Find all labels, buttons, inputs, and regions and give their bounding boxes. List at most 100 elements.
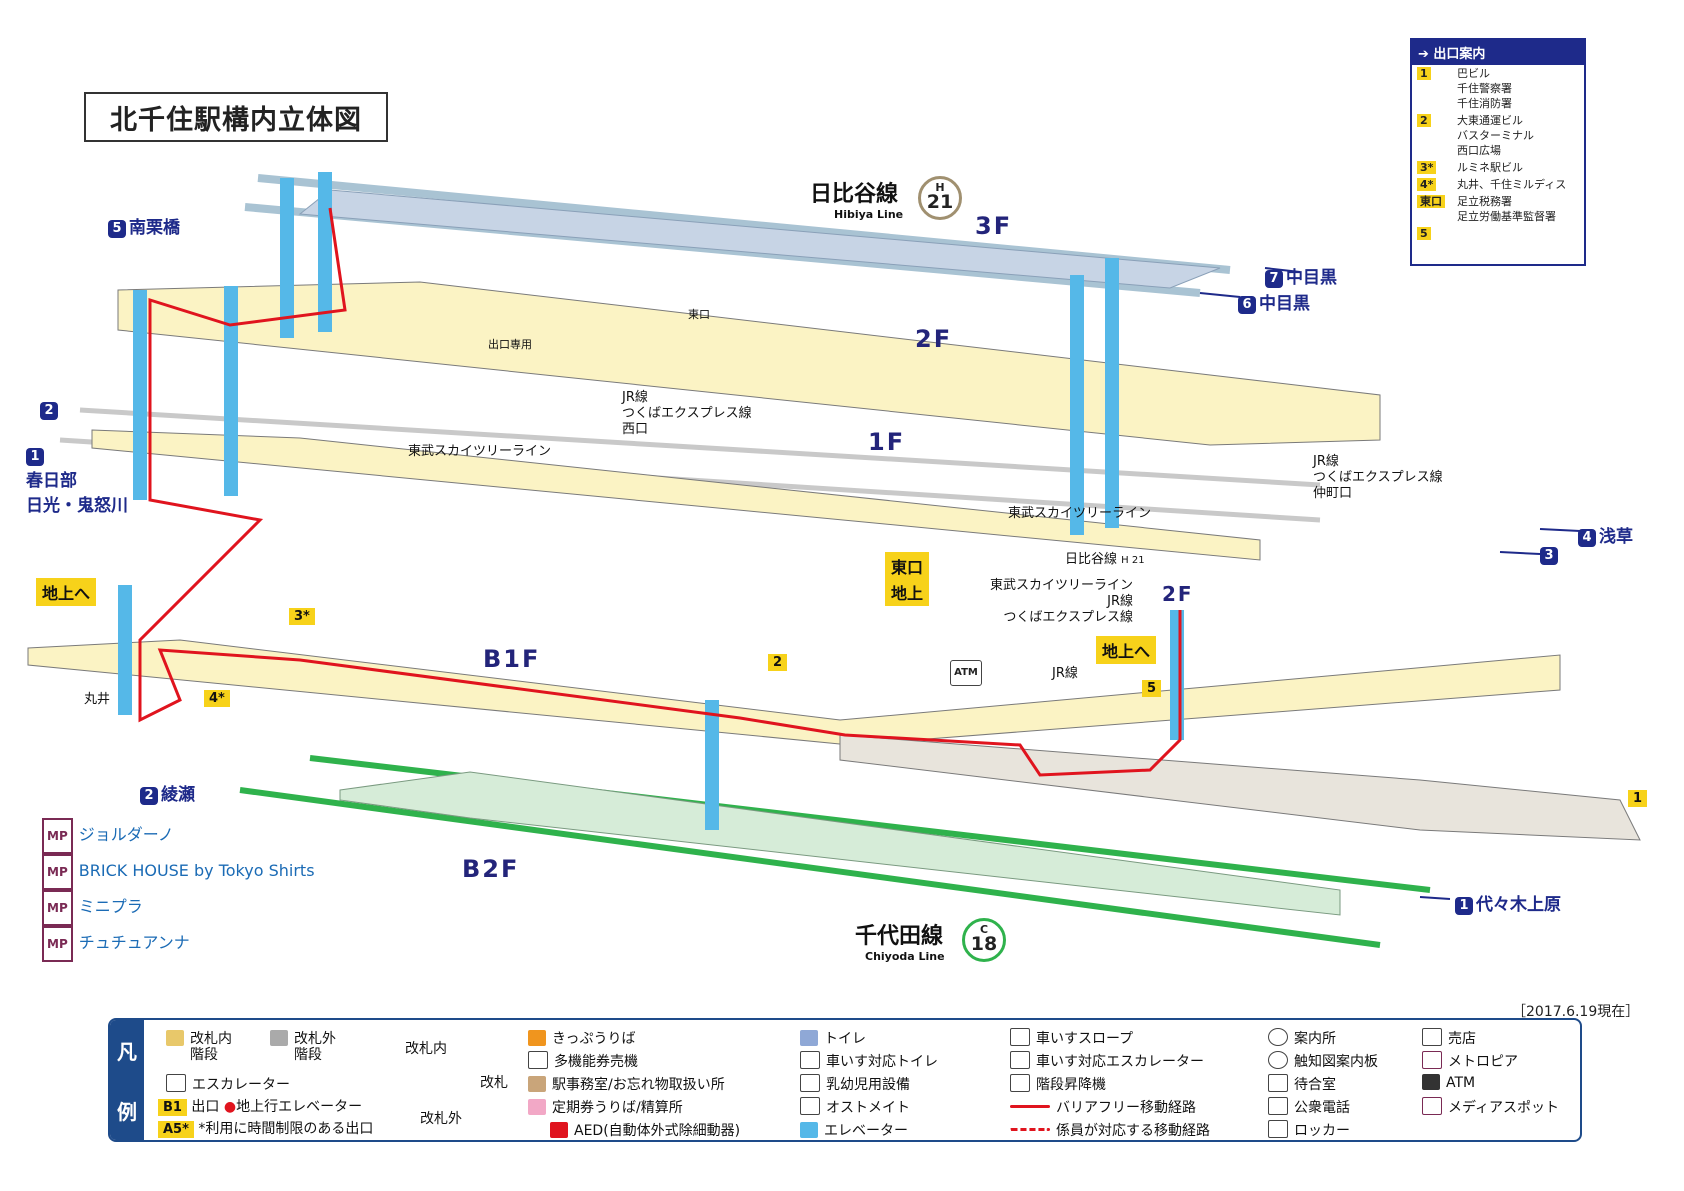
legend-info: 案内所 [1268,1028,1336,1048]
legend-baby: 乳幼児用設備 [800,1074,910,1094]
legend-text: トイレ [824,1031,866,1047]
metropia-name: ミニプラ [78,897,143,916]
phone-icon [1268,1097,1288,1115]
legend-ticket: きっぷうりば [528,1028,635,1048]
media-spot-icon [1422,1097,1442,1115]
legend-text: ロッカー [1294,1123,1350,1139]
hibiya-number: 21 [926,191,954,213]
escalator-icon [166,1074,186,1092]
metropia-tag: MP [42,890,73,926]
legend-text: 定期券うりば/精算所 [552,1100,683,1116]
jr-naka-line-3: 仲町口 [1313,486,1353,501]
chiyoda-letter: C [979,923,989,936]
hibiya-platform [298,189,1221,289]
legend-wc-escalator: 車いす対応エスカレーター [1010,1051,1204,1071]
tactile-map-icon [1268,1051,1288,1069]
exit-row: 5 [1412,225,1584,242]
exit-key: 1 [1417,67,1431,80]
metropia-name: チュチュアンナ [78,933,190,952]
dest-text: 代々木上原 [1476,895,1561,915]
exit-value: 千住警察署 [1457,82,1512,95]
legend-text: エスカレーター [192,1077,290,1093]
metropia-item[interactable]: MP ミニプラ [42,890,315,926]
legend-text: ATM [1446,1075,1476,1091]
legend-pass: 定期券うりば/精算所 [528,1097,683,1117]
exit-4star: 4* [204,690,230,707]
elevator-shaft-3 [133,290,147,500]
transfer-tobu: 東武スカイツリーライン [990,578,1134,593]
barrier-free-route [138,207,1182,777]
barrier-free-line-icon [1010,1105,1050,1108]
elevator-shaft-9 [1170,610,1184,740]
transfer-list: 東武スカイツリーライン JR線 つくばエクスプレス線 [990,578,1133,626]
transfer-tx: つくばエクスプレス線 [1003,610,1134,625]
legend-side: 凡 例 [110,1020,144,1140]
exit-row: 東口足立税務署足立労働基準監督署 [1412,193,1584,225]
legend-aed: AED(自動体外式除細動器) [550,1120,740,1140]
multi-ticket-icon [528,1051,548,1069]
legend-waiting: 待合室 [1268,1074,1336,1094]
exit-value: 丸井、千住ミルディス [1457,178,1567,191]
transfer-label: 日比谷線 H 21 [1065,552,1145,569]
legend-text: 階段 [294,1047,322,1063]
elevator-exit-icon: ● [223,1099,237,1115]
elevator-shaft-5 [1070,275,1084,535]
legend-text: 地上行エレベーター [236,1099,363,1115]
exit-key: 2 [1417,114,1431,127]
slope-icon [1010,1028,1030,1046]
elevator-shaft-4 [224,286,238,496]
legend-panel: 凡 例 改札内階段 改札外階段 エスカレーター B1 出口 ●地上行エレベーター… [108,1018,1582,1142]
hibiya-name: 日比谷線 [810,182,899,207]
waiting-room-icon [1268,1074,1288,1092]
exit-value: 千住消防署 [1457,97,1512,110]
higashiguchi-small: 東口 [688,308,710,321]
tobu-label-2: 東武スカイツリーライン [1008,506,1152,521]
legend-text: 車いす対応エスカレーター [1036,1054,1204,1070]
metropia-tag: MP [42,854,73,890]
floor-label-b2f: B2F [462,855,520,883]
legend-locker: ロッカー [1268,1120,1350,1140]
legend-gate-in: 改札内 [405,1041,447,1057]
chiyoda-track-2 [239,787,1381,948]
exit-row: 3*ルミネ駅ビル [1412,159,1584,176]
jr-west-line-2: つくばエクスプレス線 [622,406,752,421]
legend-text: 売店 [1448,1031,1476,1047]
legend-stairs-out: 改札外階段 [270,1030,336,1063]
jr-nakacho-label: JR線 つくばエクスプレス線 仲町口 [1313,454,1443,502]
legend-limited-code: A5* [158,1121,194,1138]
wheelchair-toilet-icon [800,1051,820,1069]
legend-text: 乳幼児用設備 [826,1077,910,1093]
elevator-shaft-6 [1105,258,1119,528]
legend-text: 出口 [191,1099,220,1115]
legend-atm: ATM [1422,1074,1475,1091]
hibiya-sub: Hibiya Line [834,208,904,221]
exit-key: 東口 [1417,195,1445,208]
ostomate-icon [800,1097,820,1115]
staff-route-line-icon [1010,1128,1050,1131]
legend-slope: 車いすスロープ [1010,1028,1133,1048]
chiyoda-name: 千代田線 [855,924,944,949]
floor-label-2f: 2F [915,325,953,353]
jr-west-label: JR線 つくばエクスプレス線 西口 [622,390,752,438]
floor-label-3f: 3F [975,212,1013,240]
baby-icon [800,1074,820,1092]
exit-key: 5 [1417,227,1431,240]
legend-phone: 公衆電話 [1268,1097,1350,1117]
elevator-shaft-1 [280,178,294,338]
legend-stairs-in: 改札内階段 [166,1030,232,1063]
hibiya-badge: H 21 [918,176,962,220]
exit-key: 3* [1417,161,1437,174]
toilet-icon [800,1030,818,1046]
legend-text: 階段 [190,1047,218,1063]
exit-value: バスターミナル [1457,129,1534,142]
elevator-shaft-8 [705,700,719,830]
page-title: 北千住駅構内立体図 [84,92,388,142]
legend-ostomate: オストメイト [800,1097,910,1117]
legend-text: 車いす対応トイレ [826,1054,938,1070]
